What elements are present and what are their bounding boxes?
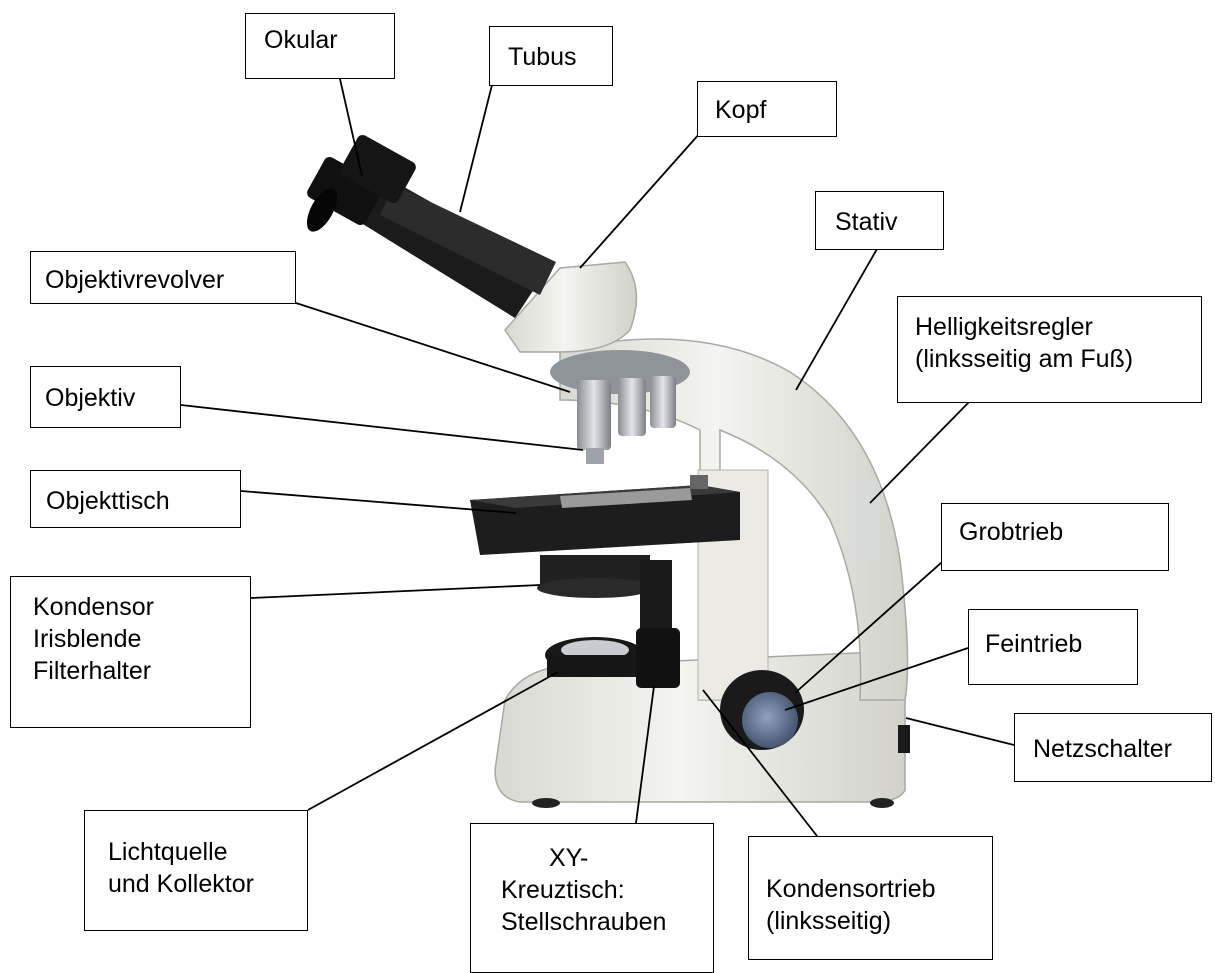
label-okular: Okular xyxy=(245,13,395,79)
label-tubus: Tubus xyxy=(489,26,613,86)
label-tubus-text: Tubus xyxy=(508,41,612,73)
label-kondensor-line3: Filterhalter xyxy=(33,655,250,687)
power-switch-body xyxy=(898,725,910,753)
label-objektiv-text: Objektiv xyxy=(45,382,180,414)
label-grobtrieb-text: Grobtrieb xyxy=(959,516,1168,548)
label-feintrieb: Feintrieb xyxy=(968,609,1138,685)
label-stativ: Stativ xyxy=(815,191,944,250)
label-netzschalter: Netzschalter xyxy=(1014,713,1212,782)
fine-focus-knob xyxy=(742,692,798,748)
label-objektivrevolver: Objektivrevolver xyxy=(30,251,296,304)
base-foot-right xyxy=(870,798,894,808)
label-helligkeitsregler-line1: Helligkeitsregler xyxy=(915,311,1201,343)
label-lichtquelle: Lichtquelle und Kollektor xyxy=(84,810,308,931)
label-lichtquelle-line1: Lichtquelle xyxy=(108,836,307,868)
label-xy-kreuztisch-line2: Kreuztisch: xyxy=(501,874,713,906)
label-helligkeitsregler-line2: (linksseitig am Fuß) xyxy=(915,343,1201,375)
label-objektiv: Objektiv xyxy=(30,366,181,428)
leader-stativ xyxy=(796,249,877,390)
label-kondensortrieb-line1: Kondensortrieb xyxy=(766,873,992,905)
label-objekttisch-text: Objekttisch xyxy=(46,485,240,517)
label-objektivrevolver-text: Objektivrevolver xyxy=(45,264,295,296)
label-kondensortrieb-line2: (linksseitig) xyxy=(766,905,992,937)
label-okular-text: Okular xyxy=(264,24,394,56)
leader-netzschalter xyxy=(906,718,1014,745)
leader-tubus xyxy=(460,85,492,212)
label-xy-kreuztisch: XY- Kreuztisch: Stellschrauben xyxy=(470,823,714,973)
label-kondensor-line2: Irisblende xyxy=(33,623,250,655)
label-netzschalter-text: Netzschalter xyxy=(1033,733,1211,765)
label-kondensortrieb: Kondensortrieb (linksseitig) xyxy=(748,836,993,960)
label-helligkeitsregler: Helligkeitsregler (linksseitig am Fuß) xyxy=(897,296,1202,403)
label-kondensor-line1: Kondensor xyxy=(33,591,250,623)
base-foot-left xyxy=(532,798,560,808)
leader-objektiv xyxy=(181,405,583,450)
label-stativ-text: Stativ xyxy=(835,206,943,238)
label-xy-kreuztisch-line3: Stellschrauben xyxy=(501,906,713,938)
label-kondensor: Kondensor Irisblende Filterhalter xyxy=(10,576,251,728)
leader-kondensor xyxy=(251,585,540,598)
label-feintrieb-text: Feintrieb xyxy=(985,628,1137,660)
leader-helligkeitsregler xyxy=(870,401,970,503)
label-kopf-text: Kopf xyxy=(715,94,836,126)
label-lichtquelle-line2: und Kollektor xyxy=(108,868,307,900)
label-kopf: Kopf xyxy=(697,81,837,137)
leader-kopf xyxy=(580,133,700,268)
label-xy-kreuztisch-line1: XY- xyxy=(501,842,713,874)
label-grobtrieb: Grobtrieb xyxy=(941,503,1169,571)
label-objekttisch: Objekttisch xyxy=(30,470,241,528)
xy-control-column xyxy=(640,560,672,630)
eyepiece-tubes xyxy=(301,133,556,318)
